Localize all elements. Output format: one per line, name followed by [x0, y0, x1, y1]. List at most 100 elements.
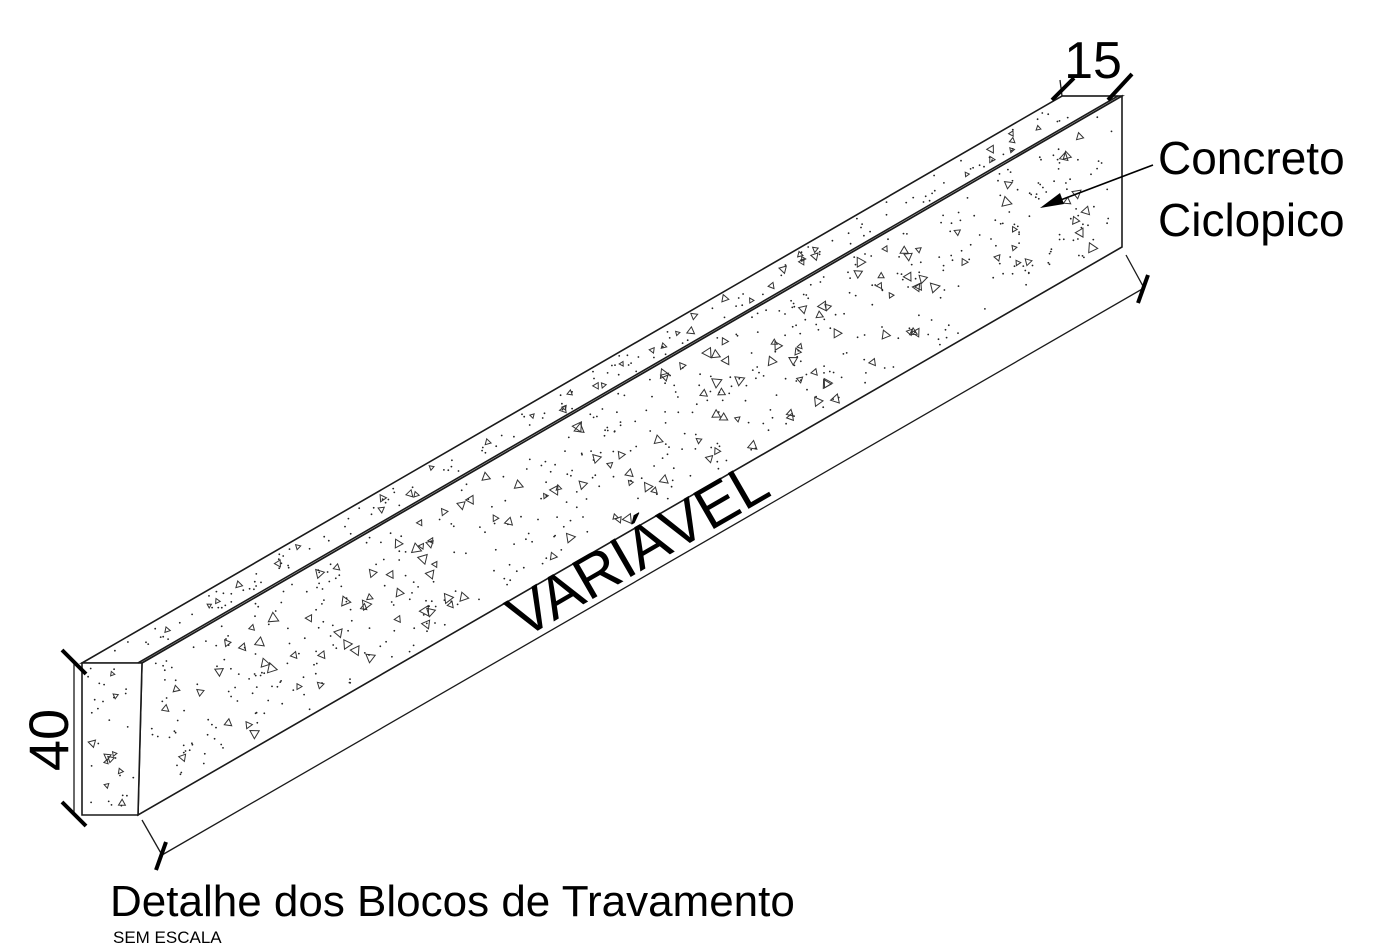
aggregate-dot	[959, 219, 962, 222]
aggregate-dot	[329, 635, 332, 637]
aggregate-dot	[928, 199, 931, 202]
aggregate-dot	[604, 429, 606, 432]
aggregate-dot	[611, 364, 613, 367]
aggregate-mark	[440, 507, 449, 517]
aggregate-dot	[736, 334, 739, 337]
aggregate-dot	[1050, 248, 1053, 251]
aggregate-dot	[969, 243, 972, 246]
aggregate-dot	[847, 232, 850, 235]
aggregate-mark	[612, 512, 620, 520]
aggregate-dot	[725, 459, 728, 462]
aggregate-dot	[924, 195, 927, 198]
aggregate-dot	[575, 506, 578, 509]
aggregate-dot	[635, 445, 638, 448]
aggregate-dot	[315, 662, 318, 665]
aggregate-dot	[382, 558, 385, 561]
aggregate-mark	[918, 274, 929, 285]
aggregate-dot	[393, 491, 396, 494]
aggregate-dot	[1066, 188, 1068, 191]
aggregate-dot	[365, 541, 368, 544]
aggregate-dot	[922, 201, 925, 203]
aggregate-dot	[671, 479, 674, 482]
aggregate-dot	[347, 517, 350, 520]
aggregate-mark	[111, 750, 118, 758]
aggregate-dot	[592, 370, 594, 373]
aggregate-dot	[640, 477, 643, 480]
aggregate-dot	[738, 377, 741, 380]
aggregate-mark	[1088, 241, 1099, 254]
aggregate-dot	[1056, 158, 1059, 161]
aggregate-dot	[1037, 197, 1040, 200]
aggregate-dot	[179, 773, 182, 776]
aggregate-dot	[260, 581, 262, 584]
aggregate-dot	[202, 762, 205, 765]
aggregate-mark	[117, 767, 125, 775]
aggregate-dot	[616, 411, 618, 414]
aggregate-dot	[87, 675, 89, 678]
aggregate-dot	[528, 458, 531, 461]
aggregate-dot	[271, 685, 273, 688]
aggregate-dot	[792, 302, 795, 305]
aggregate-dot	[606, 429, 609, 432]
aggregate-mark	[788, 356, 799, 367]
aggregate-mark	[624, 467, 634, 478]
aggregate-mark	[710, 348, 722, 359]
aggregate-dot	[1058, 233, 1061, 236]
aggregate-dot	[242, 589, 245, 592]
aggregate-dot	[694, 433, 697, 436]
aggregate-dot	[823, 365, 825, 367]
aggregate-dot	[255, 573, 258, 575]
aggregate-dot	[718, 391, 721, 394]
aggregate-mark	[266, 661, 279, 674]
aggregate-dot	[372, 506, 375, 509]
aggregate-dot	[711, 307, 714, 310]
aggregate-dot	[957, 332, 959, 334]
aggregate-dot	[368, 627, 371, 629]
aggregate-dot	[674, 391, 677, 393]
height-tick-top	[60, 648, 88, 676]
aggregate-dot	[267, 623, 270, 626]
aggregate-mark	[430, 560, 438, 569]
aggregate-dot	[796, 355, 799, 358]
aggregate-dot	[829, 327, 832, 330]
aggregate-dot	[277, 558, 280, 561]
aggregate-mark	[415, 518, 423, 527]
aggregate-dot	[280, 601, 283, 604]
aggregate-dot	[586, 530, 589, 533]
aggregate-dot	[298, 652, 300, 655]
aggregate-dot	[527, 532, 530, 535]
aggregate-dot	[426, 630, 428, 633]
aggregate-mark	[1074, 227, 1084, 238]
aggregate-dot	[1097, 160, 1100, 163]
aggregate-dot	[90, 765, 93, 767]
aggregate-dot	[1057, 148, 1060, 151]
aggregate-dot	[1092, 238, 1095, 241]
aggregate-dot	[255, 585, 257, 587]
aggregate-dot	[323, 535, 326, 538]
aggregate-dot	[467, 498, 470, 501]
aggregate-dot	[248, 678, 251, 680]
aggregate-dot	[384, 501, 387, 504]
aggregate-dot	[617, 373, 620, 376]
aggregate-dot	[823, 372, 825, 374]
aggregate-dot	[164, 679, 166, 681]
aggregate-dot	[933, 174, 935, 177]
aggregate-dot	[668, 446, 670, 448]
aggregate-mark	[289, 650, 298, 660]
aggregate-mark	[379, 493, 388, 503]
aggregate-mark	[1035, 124, 1042, 131]
aggregate-dot	[276, 685, 279, 688]
aggregate-dot	[328, 580, 331, 583]
aggregate-mark	[172, 684, 181, 693]
aggregate-dot	[1013, 223, 1016, 226]
aggregate-dot	[1028, 215, 1031, 218]
width-label: 15	[1064, 32, 1122, 90]
aggregate-dot	[151, 733, 154, 736]
aggregate-mark	[1072, 215, 1081, 226]
aggregate-mark	[710, 378, 723, 389]
aggregate-dot	[1052, 154, 1055, 157]
aggregate-dot	[645, 409, 648, 412]
aggregate-mark	[721, 293, 730, 303]
aggregate-dot	[939, 296, 942, 299]
aggregate-dot	[215, 726, 217, 729]
